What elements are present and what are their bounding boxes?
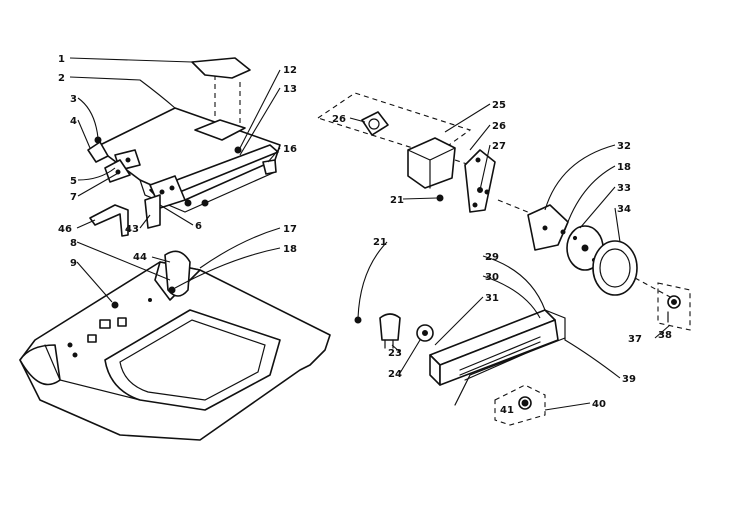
- leader-lines: [69, 57, 671, 411]
- part-1-lid: [191, 57, 251, 79]
- control-panel-29: [429, 309, 566, 386]
- callout-4: 4: [70, 116, 77, 127]
- callout-13: 13: [283, 84, 297, 95]
- timer-assembly: [316, 92, 472, 189]
- callout-17: 17: [283, 224, 297, 235]
- callout-3: 3: [70, 94, 77, 105]
- callout-6: 6: [195, 221, 202, 232]
- callout-40: 40: [592, 399, 606, 410]
- callout-43: 43: [125, 224, 139, 235]
- part-43-bracket: [144, 194, 161, 229]
- callout-21-bottom: 21: [373, 237, 387, 248]
- timer-bracket: [464, 149, 496, 213]
- callout-18-right: 18: [617, 162, 631, 173]
- dial-plate: [527, 204, 569, 251]
- callout-26-right: 26: [492, 121, 506, 132]
- trim-strip-39: [454, 337, 566, 406]
- callout-37: 37: [628, 334, 642, 345]
- part-21-nut: [436, 194, 444, 202]
- callout-26-left: 26: [332, 114, 346, 125]
- badge-40: [494, 384, 546, 426]
- callout-31: 31: [485, 293, 499, 304]
- knob-axis-line: [634, 277, 673, 299]
- callout-21-top: 21: [390, 195, 404, 206]
- switch-23: [379, 313, 401, 349]
- callout-46: 46: [58, 224, 72, 235]
- callout-23: 23: [388, 348, 402, 359]
- callout-30: 30: [485, 272, 499, 283]
- callout-2: 2: [58, 73, 65, 84]
- callout-16: 16: [283, 144, 297, 155]
- callout-38: 38: [658, 330, 672, 341]
- part-46-clip: [89, 204, 129, 237]
- console-cover: [99, 75, 281, 213]
- timer-shaft-line: [497, 199, 536, 216]
- callout-39: 39: [622, 374, 636, 385]
- callout-18-left: 18: [283, 244, 297, 255]
- callout-34: 34: [617, 204, 631, 215]
- part-24: [416, 324, 434, 342]
- callout-1: 1: [58, 54, 65, 65]
- callout-7: 7: [70, 192, 77, 203]
- control-knob: [657, 282, 691, 331]
- callout-labels: 1 2 3 4 5 7 12 13 16 6 46 43 8 44 9 17 1…: [58, 54, 672, 416]
- callout-32: 32: [617, 141, 631, 152]
- callout-29: 29: [485, 252, 499, 263]
- rail-bracket: [149, 144, 279, 209]
- callout-9: 9: [70, 258, 77, 269]
- callout-12: 12: [283, 65, 297, 76]
- knob-ring: [592, 240, 638, 296]
- callout-33: 33: [617, 183, 631, 194]
- washer-top-panel: [19, 250, 331, 441]
- callout-25: 25: [492, 100, 506, 111]
- callout-5: 5: [70, 176, 77, 187]
- callout-44: 44: [133, 252, 147, 263]
- callout-8: 8: [70, 238, 77, 249]
- callout-27: 27: [492, 141, 506, 152]
- callout-24: 24: [388, 369, 402, 380]
- part-18-screw: [560, 229, 566, 235]
- callout-41: 41: [500, 405, 514, 416]
